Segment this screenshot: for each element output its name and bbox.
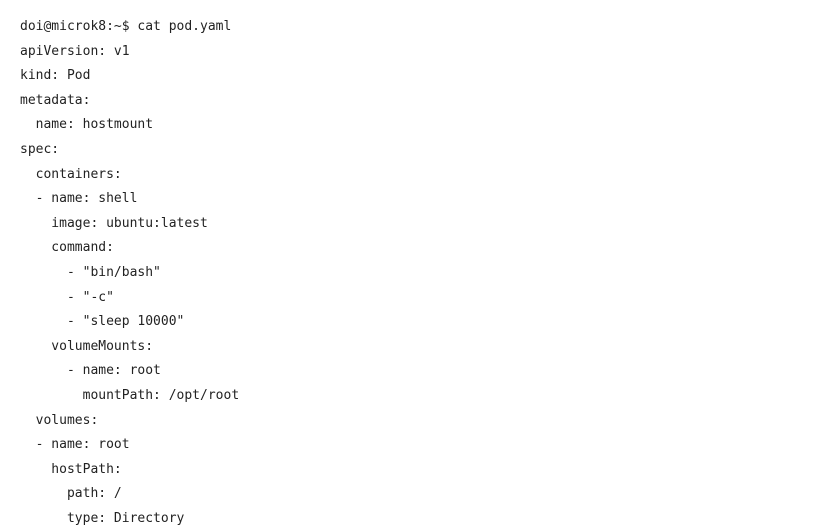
yaml-line: mountPath: /opt/root [20, 387, 240, 403]
yaml-line: kind: Pod [20, 68, 91, 84]
yaml-line: spec: [20, 141, 60, 157]
yaml-line: volumeMounts: [20, 338, 154, 354]
yaml-line: type: Directory [20, 510, 185, 526]
yaml-line: metadata: [20, 92, 91, 108]
shell-prompt-line: doi@microk8:~$ cat pod.yaml [20, 19, 232, 34]
yaml-line: - name: shell [20, 191, 138, 207]
yaml-line: apiVersion: v1 [20, 43, 130, 59]
yaml-line: command: [20, 240, 114, 256]
yaml-line: name: hostmount [20, 117, 154, 133]
terminal-output: doi@microk8:~$ cat pod.yaml apiVersion: … [20, 15, 239, 531]
yaml-line: - "sleep 10000" [20, 314, 185, 330]
yaml-line: image: ubuntu:latest [20, 215, 208, 231]
yaml-line: - name: root [20, 437, 130, 453]
yaml-line: - name: root [20, 363, 161, 379]
yaml-line: containers: [20, 166, 122, 182]
yaml-line: volumes: [20, 412, 99, 428]
yaml-line: - "bin/bash" [20, 264, 161, 280]
yaml-line: path: / [20, 486, 122, 502]
yaml-line: hostPath: [20, 461, 122, 477]
yaml-line: - "-c" [20, 289, 114, 305]
